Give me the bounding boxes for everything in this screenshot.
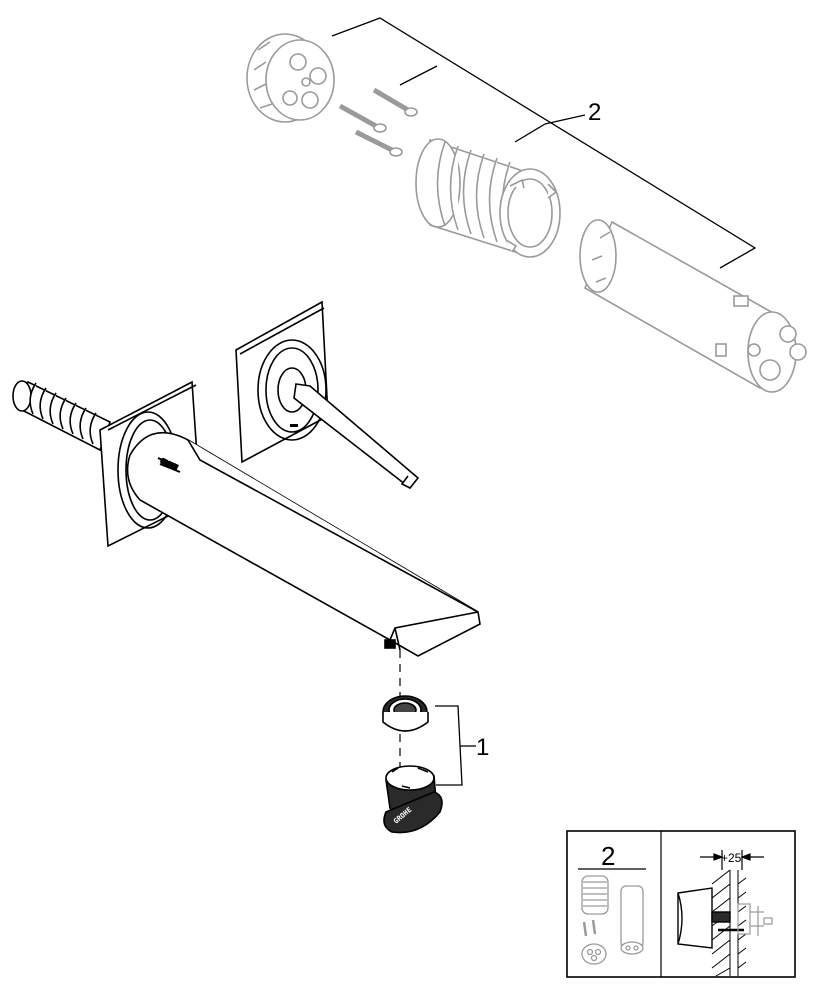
cartridge-disc (246, 33, 335, 123)
control-lever (293, 383, 420, 490)
mounting-screws (338, 87, 418, 157)
installation-inset: 2 +25 (566, 830, 796, 978)
lever-wall-plate (235, 300, 329, 464)
inset-dimension-panel: +25 (677, 850, 773, 977)
aerator-key: GROHE (383, 765, 443, 834)
thermostat-cartridge (579, 219, 807, 393)
callout-label-2: 2 (588, 99, 601, 126)
set-2-bracket-lines (331, 17, 757, 269)
spout-assembly: GROHE (12, 300, 481, 800)
threaded-connector (12, 380, 111, 452)
set-1-bracket (435, 705, 476, 786)
rough-in-body-section (677, 887, 744, 949)
spout-body: GROHE (126, 431, 481, 657)
callout-label-1: 1 (476, 734, 489, 761)
aerator-set-1: GROHE 1 (382, 695, 489, 834)
extension-sleeve (415, 138, 561, 258)
extension-dimension-text: +25 (721, 851, 742, 865)
dimension-line (700, 850, 764, 870)
spare-parts-set-2: 2 (246, 17, 807, 393)
aerator (382, 695, 429, 732)
inset-set-2-panel: 2 (578, 841, 646, 965)
ghost-valve-section (737, 903, 773, 936)
inset-set-number: 2 (601, 841, 615, 871)
inset-parts-thumbnails (581, 875, 644, 965)
